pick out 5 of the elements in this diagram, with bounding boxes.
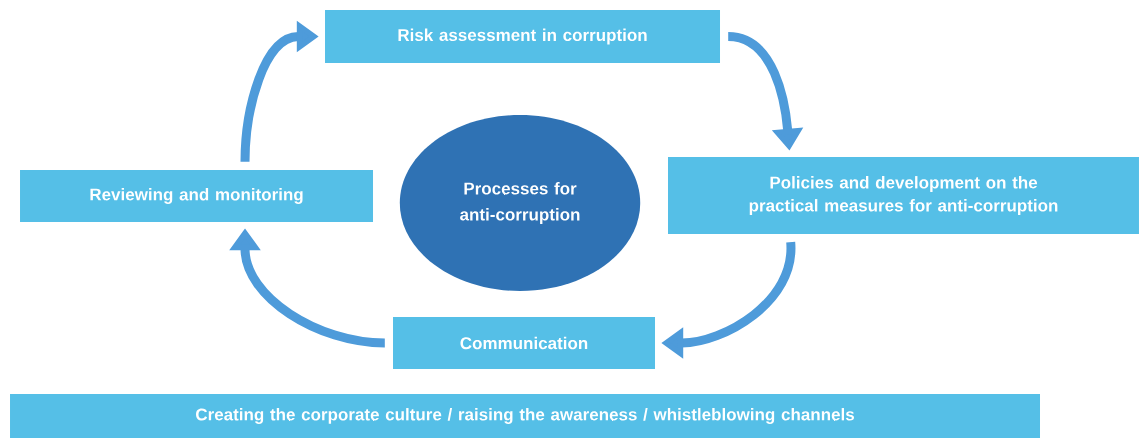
process-box: Communication [393,317,655,369]
process-box: Risk assessment in corruption [325,10,720,63]
process-box: Policies and development on the practical measures for anti-corruption [668,157,1139,234]
process-box: Creating the corporate culture / raising the awareness / whistleblowing channels [10,394,1040,438]
process-box: Reviewing and monitoring [20,170,373,222]
